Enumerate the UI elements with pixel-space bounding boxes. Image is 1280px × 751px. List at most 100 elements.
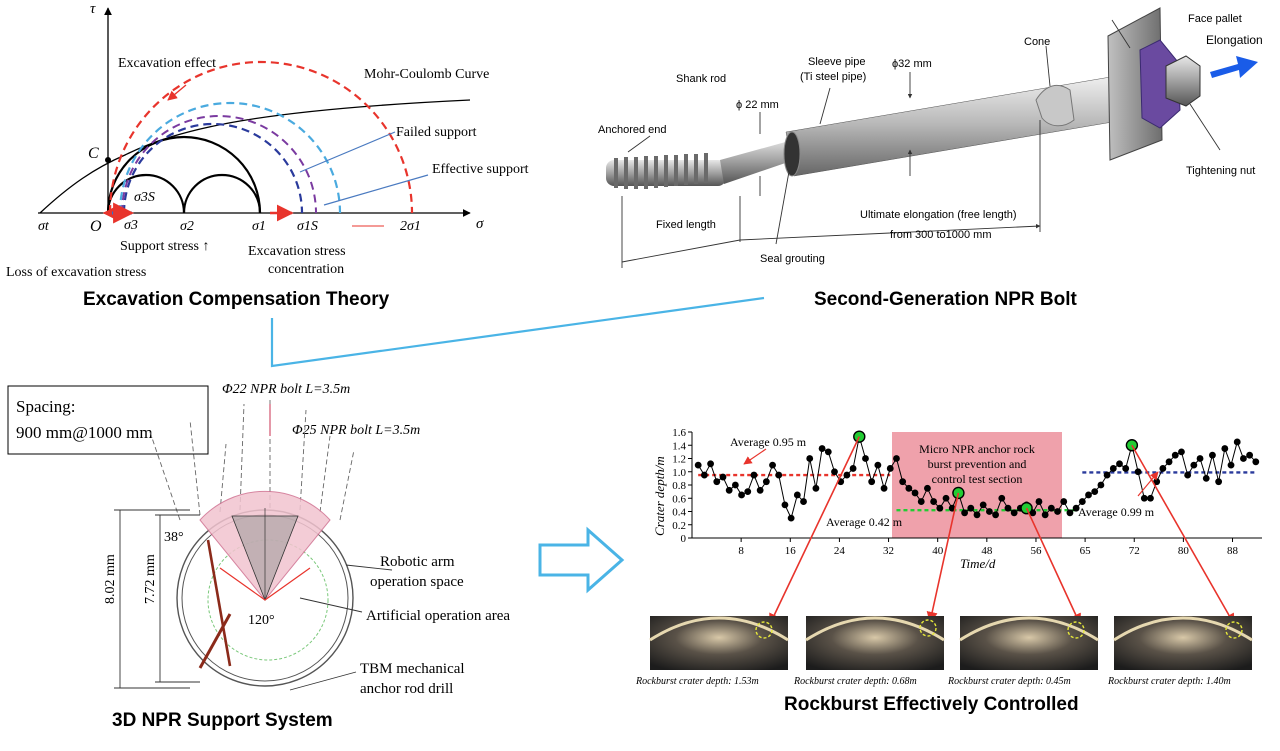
angle38-label: 38° <box>164 530 184 545</box>
support-stress-label: Support stress ↑ <box>120 239 209 254</box>
data-point <box>1109 465 1117 472</box>
phi22-label: ϕ 22 mm <box>736 99 779 111</box>
data-point <box>1072 504 1080 512</box>
tbm-label-1: TBM mechanical <box>360 661 465 677</box>
data-point <box>1190 461 1198 469</box>
data-point <box>793 491 801 499</box>
x-tick-label: 88 <box>1227 545 1239 557</box>
tbm-drill-arm <box>206 539 232 667</box>
x-tick-label: 56 <box>1030 545 1042 557</box>
face-pallet-label: Face pallet <box>1188 13 1242 25</box>
tau-label: τ <box>90 1 96 17</box>
photo-4-caption: Rockburst crater depth: 1.40m <box>1107 676 1231 687</box>
data-point <box>713 478 721 486</box>
data-point <box>818 445 826 452</box>
spacing-value: 900 mm@1000 mm <box>16 423 153 442</box>
y-tick-label: 0.8 <box>672 480 686 492</box>
excavation-effect-pointer <box>167 84 187 101</box>
avg3-arrow <box>1137 471 1159 497</box>
effective-support-circle <box>122 122 304 214</box>
avg3-label: Average 0.99 m <box>1078 505 1155 519</box>
x-tick-label: 48 <box>981 545 993 557</box>
sleeve-pipe <box>785 71 1149 177</box>
data-point <box>874 461 882 469</box>
data-point <box>1134 468 1142 476</box>
data-point <box>1221 445 1229 452</box>
data-point <box>1202 474 1210 482</box>
sigma1s-label: σ1S <box>297 219 318 234</box>
data-point <box>694 461 702 469</box>
highlight-lines <box>769 436 1235 626</box>
panel-connector <box>270 296 765 368</box>
purple-ring <box>1139 39 1181 129</box>
shank-rod-label: Shank rod <box>676 73 726 85</box>
range-label: from 300 to1000 mm <box>890 229 992 241</box>
data-point <box>707 460 714 468</box>
data-point <box>1041 511 1049 519</box>
c-label: C <box>88 145 99 162</box>
data-point <box>731 481 739 489</box>
excavation-effect-circle <box>108 60 414 214</box>
data-point <box>750 471 758 479</box>
data-point <box>843 471 851 479</box>
y-tick-label: 1.2 <box>672 454 686 466</box>
highlight-leader-line <box>1025 507 1081 626</box>
mohr-circle-small-2 <box>182 173 262 214</box>
effective-support-label: Effective support <box>432 162 529 177</box>
y-tick-label: 0.4 <box>672 507 686 519</box>
sigma-label: σ <box>476 216 484 232</box>
y-tick-label: 1.4 <box>672 440 686 452</box>
data-point <box>1147 494 1154 502</box>
bolt-title: Second-Generation NPR Bolt <box>814 289 1078 310</box>
data-point <box>1047 504 1055 512</box>
data-point <box>924 484 931 492</box>
data-point <box>992 511 999 519</box>
data-point <box>700 471 708 479</box>
data-point <box>849 465 857 472</box>
chart-average-lines <box>698 471 1256 512</box>
data-point <box>1140 494 1148 502</box>
data-point <box>1010 509 1018 517</box>
robotic-label-2: operation space <box>370 574 464 590</box>
spacing-label: Spacing: <box>16 397 76 416</box>
section-label-2: burst prevention and <box>928 457 1027 471</box>
loss-of-stress-label: Loss of excavation stress <box>6 265 146 280</box>
photo-1-caption: Rockburst crater depth: 1.53m <box>635 676 759 687</box>
data-point <box>812 484 820 492</box>
data-point <box>1178 448 1185 456</box>
data-point <box>862 455 869 462</box>
o-label: O <box>90 218 102 235</box>
effective-support-circle-2 <box>121 115 317 214</box>
data-point <box>1215 478 1223 486</box>
failed-support-label: Failed support <box>396 125 477 140</box>
data-point <box>1054 508 1061 515</box>
photo-2-caption: Rockburst crater depth: 0.68m <box>793 676 917 687</box>
bolt-dimension-lines <box>621 19 1221 268</box>
highlight-leader-line <box>769 436 861 626</box>
mohr-coulomb-label: Mohr-Coulomb Curve <box>364 67 489 82</box>
data-point <box>868 478 876 486</box>
y-tick-label: 1.6 <box>672 427 686 439</box>
data-point <box>756 486 764 494</box>
ultimate-elongation-label: Ultimate elongation (free length) <box>860 209 1017 221</box>
120-angle-lines <box>219 567 311 601</box>
section-label-1: Micro NPR anchor rock <box>919 442 1035 456</box>
data-point <box>762 478 770 486</box>
excavation-effect-label: Excavation effect <box>118 56 216 71</box>
failed-support-circle <box>118 101 342 214</box>
shank-rod <box>720 138 800 184</box>
data-point <box>886 465 894 472</box>
data-point <box>1085 491 1092 499</box>
data-point <box>787 514 795 522</box>
data-point <box>1171 451 1179 459</box>
data-point <box>800 498 807 505</box>
data-point <box>930 498 938 505</box>
data-point <box>1209 451 1216 459</box>
seal-grouting-label: Seal grouting <box>760 253 825 265</box>
sleeve-pipe-label: Sleeve pipe <box>808 56 866 68</box>
data-point <box>905 484 913 492</box>
y-tick-label: 0.6 <box>672 493 686 505</box>
hollow-arrow <box>538 526 625 594</box>
data-point <box>831 468 838 476</box>
